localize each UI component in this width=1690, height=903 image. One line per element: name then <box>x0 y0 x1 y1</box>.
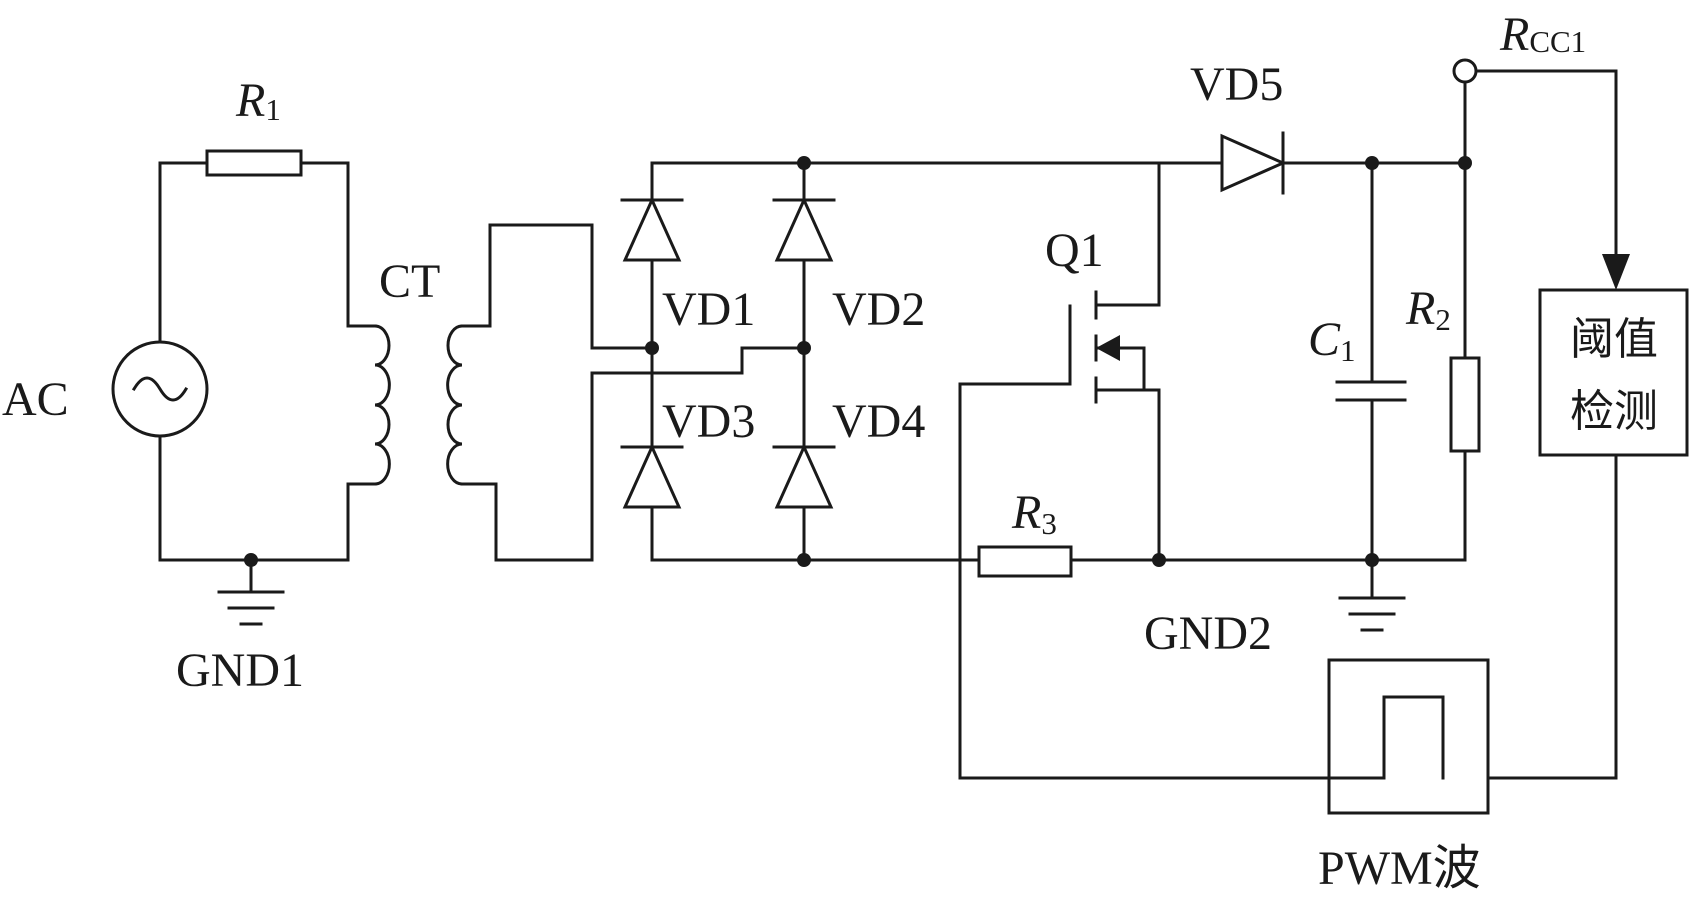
label-threshold-line1: 阈值 <box>1570 314 1658 365</box>
junction-c1-top <box>1365 156 1379 170</box>
label-ac: AC <box>2 373 69 426</box>
bridge-rectifier <box>620 156 836 567</box>
label-vd3: VD3 <box>662 395 755 448</box>
label-vd5: VD5 <box>1190 58 1283 111</box>
resistor-r2 <box>1449 356 1481 453</box>
label-r3: R3 <box>1011 486 1057 541</box>
threshold-detection-box <box>1538 288 1689 457</box>
terminal-rcc1 <box>1452 58 1478 84</box>
label-c1: C1 <box>1308 313 1356 368</box>
label-ct: CT <box>379 255 440 308</box>
wire-rcc1-to-detector <box>1474 69 1618 257</box>
diode-vd2 <box>772 196 836 262</box>
current-transformer-ct <box>373 223 806 562</box>
q1-gate <box>958 304 1072 780</box>
wire-primary-bottom <box>158 435 377 562</box>
ct-primary-coil <box>373 324 391 486</box>
junction-bridge-left <box>645 341 659 355</box>
ct-secondary-coil <box>446 324 464 486</box>
resistor-r2-branch <box>1449 156 1481 534</box>
label-gnd2: GND2 <box>1144 607 1272 660</box>
wire-q1-source <box>1142 388 1161 562</box>
label-r1: R1 <box>235 74 281 127</box>
label-vd1: VD1 <box>662 283 755 336</box>
diode-vd3 <box>620 443 684 509</box>
ac-source <box>111 340 209 438</box>
label-gnd1: GND1 <box>176 644 304 697</box>
label-rcc1: RCC1 <box>1499 8 1586 61</box>
wire-detector-to-pwm <box>1441 453 1618 780</box>
label-vd2: VD2 <box>832 283 925 336</box>
mosfet-q1 <box>958 161 1166 780</box>
label-pwm: PWM波 <box>1318 842 1481 895</box>
label-r2: R2 <box>1405 282 1451 337</box>
resistor-r1 <box>205 149 303 177</box>
wire-primary-top <box>158 161 377 344</box>
wire-q1-drain <box>1094 161 1161 307</box>
ground-symbol-gnd2 <box>1338 558 1406 632</box>
junction-q1-source <box>1152 553 1166 567</box>
resistor-r3 <box>977 545 1073 578</box>
wire-ct-secondary-bottom <box>460 346 806 562</box>
diode-vd4 <box>772 443 836 509</box>
pwm-box <box>1327 658 1490 815</box>
pwm-waveform-icon <box>958 695 1445 780</box>
sine-wave-icon <box>131 376 189 402</box>
junction-bridge-right <box>797 341 811 355</box>
ground-symbol-gnd1 <box>217 558 285 626</box>
arrow-to-detector-icon <box>1602 254 1630 290</box>
label-vd4: VD4 <box>832 395 925 448</box>
diode-vd1 <box>620 196 684 262</box>
capacitor-c1 <box>1335 156 1407 567</box>
wire-ct-secondary-top <box>460 223 654 350</box>
q1-arrow-head <box>1096 335 1120 361</box>
label-threshold-line2: 检测 <box>1570 386 1658 437</box>
primary-loop <box>111 149 377 626</box>
pwm-block <box>958 658 1490 815</box>
wire-bottom-rail <box>802 530 1467 562</box>
label-q1: Q1 <box>1045 224 1104 277</box>
diode-vd5 <box>1220 131 1287 195</box>
